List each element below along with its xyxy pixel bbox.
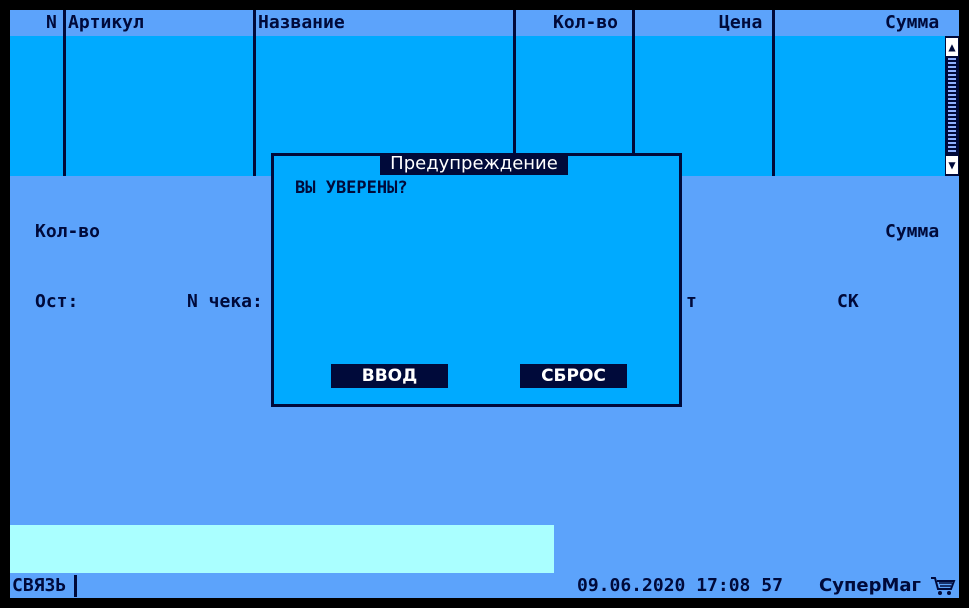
table-scrollbar[interactable]: ▲ ▼ — [945, 36, 959, 176]
header-qty: Кол-во — [553, 12, 619, 33]
scroll-track[interactable] — [948, 58, 956, 154]
column-divider — [253, 10, 256, 176]
dialog-title: Предупреждение — [380, 153, 568, 175]
partial-label: т — [686, 291, 697, 312]
shopping-cart-icon — [931, 577, 956, 595]
warning-dialog: Предупреждение ВЫ УВЕРЕНЫ? ВВОД СБРОС — [271, 153, 682, 407]
header-sum: Сумма — [885, 12, 940, 33]
header-name: Название — [258, 12, 345, 33]
input-field[interactable] — [10, 525, 554, 573]
qty-label: Кол-во — [35, 221, 101, 242]
table-header: N Артикул Название Кол-во Цена Сумма — [10, 10, 959, 36]
column-divider — [772, 10, 775, 176]
pos-screen: N Артикул Название Кол-во Цена Сумма ▲ ▼… — [10, 10, 959, 598]
header-n: N — [46, 12, 57, 33]
datetime: 09.06.2020 17:08 57 — [577, 575, 783, 596]
rest-label: Ост: — [35, 291, 79, 312]
column-divider — [632, 10, 635, 176]
arrow-up-icon[interactable]: ▲ — [946, 38, 958, 56]
column-divider — [513, 10, 516, 176]
header-sku: Артикул — [68, 12, 144, 33]
dialog-message: ВЫ УВЕРЕНЫ? — [295, 178, 408, 198]
reset-button[interactable]: СБРОС — [520, 364, 627, 388]
enter-button[interactable]: ВВОД — [331, 364, 448, 388]
status-divider — [74, 575, 77, 597]
status-bar: СВЯЗЬ 09.06.2020 17:08 57 СуперМаг — [10, 573, 959, 598]
arrow-down-icon[interactable]: ▼ — [946, 156, 958, 174]
receipt-table[interactable]: N Артикул Название Кол-во Цена Сумма ▲ ▼ — [10, 10, 959, 176]
receipt-number-label: N чека: — [187, 291, 263, 312]
sk-label: СК — [837, 291, 859, 312]
brand-name: СуперМаг — [819, 575, 921, 596]
connection-status: СВЯЗЬ — [12, 575, 67, 596]
sum-label: Сумма — [885, 221, 940, 242]
header-price: Цена — [719, 12, 763, 33]
column-divider — [63, 10, 66, 176]
